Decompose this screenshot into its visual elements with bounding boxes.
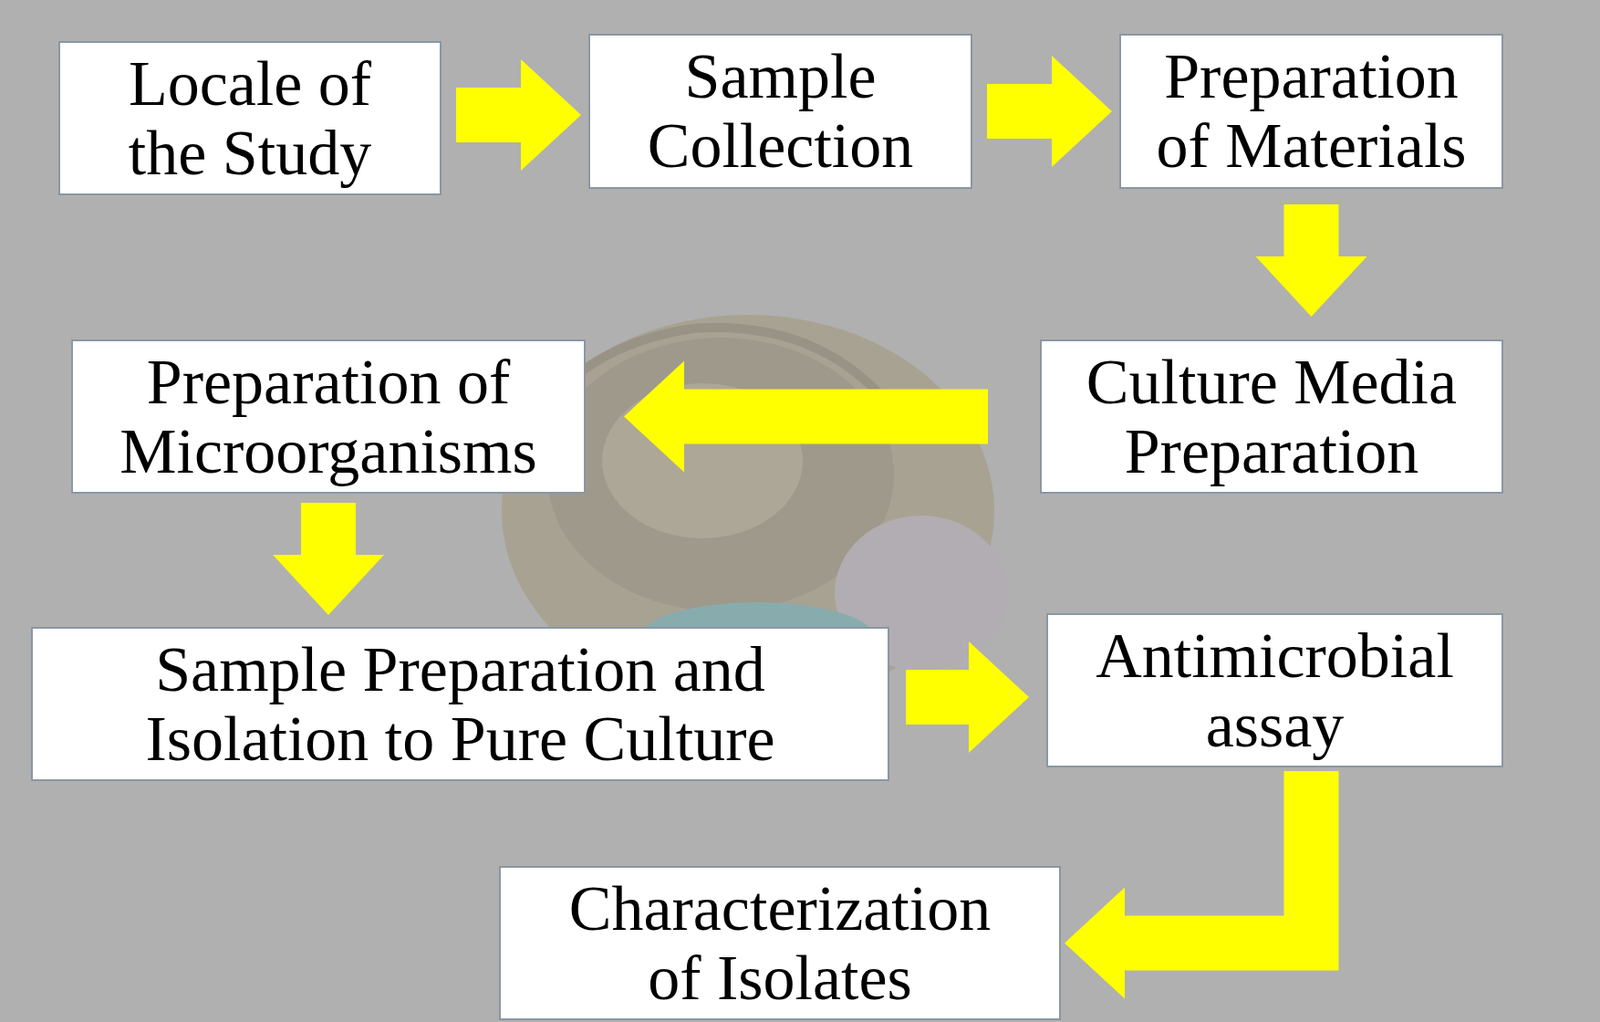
arrow-shaft bbox=[682, 389, 988, 445]
box-label: Preparation of Microorganisms bbox=[91, 347, 566, 486]
arrow-head bbox=[520, 59, 582, 171]
arrow-head bbox=[623, 361, 685, 473]
box-label: Antimicrobial assay bbox=[1074, 621, 1476, 759]
box-label: Preparation of Materials bbox=[1138, 41, 1486, 180]
arrow-shaft bbox=[987, 83, 1054, 139]
process-box: Preparation of Microorganisms bbox=[71, 339, 586, 494]
box-label: Locale of the Study bbox=[94, 49, 406, 188]
arrow-shaft bbox=[456, 87, 523, 143]
box-label: Characterization of Isolates bbox=[542, 873, 1018, 1012]
process-box: Preparation of Materials bbox=[1119, 33, 1504, 189]
process-box: Characterization of Isolates bbox=[498, 865, 1061, 1020]
arrow-head bbox=[968, 641, 1029, 753]
block-arrow bbox=[987, 55, 1112, 167]
arrow-shaft bbox=[905, 669, 971, 725]
arrow-head bbox=[1064, 887, 1125, 999]
process-box: Culture Media Preparation bbox=[1039, 339, 1504, 494]
process-box: Locale of the Study bbox=[58, 41, 442, 196]
box-label: Culture Media Preparation bbox=[1061, 347, 1482, 486]
block-arrow bbox=[272, 502, 385, 615]
arrow-head bbox=[272, 554, 385, 615]
arrow-shaft bbox=[1122, 770, 1312, 944]
block-arrow bbox=[456, 59, 582, 171]
process-box: Sample Preparation and Isolation to Pure… bbox=[31, 626, 890, 781]
process-box: Sample Collection bbox=[588, 33, 973, 189]
box-label: Sample Preparation and Isolation to Pure… bbox=[86, 634, 835, 773]
block-arrow bbox=[1064, 770, 1312, 999]
block-arrow bbox=[905, 641, 1029, 753]
arrow-shaft bbox=[301, 502, 356, 557]
process-box: Antimicrobial assay bbox=[1046, 612, 1504, 768]
arrow-head bbox=[1256, 256, 1368, 317]
box-label: Sample Collection bbox=[616, 41, 946, 180]
block-arrow bbox=[1256, 204, 1368, 317]
block-arrow bbox=[623, 361, 988, 473]
arrow-shaft bbox=[1284, 204, 1340, 259]
arrow-head bbox=[1051, 55, 1112, 167]
